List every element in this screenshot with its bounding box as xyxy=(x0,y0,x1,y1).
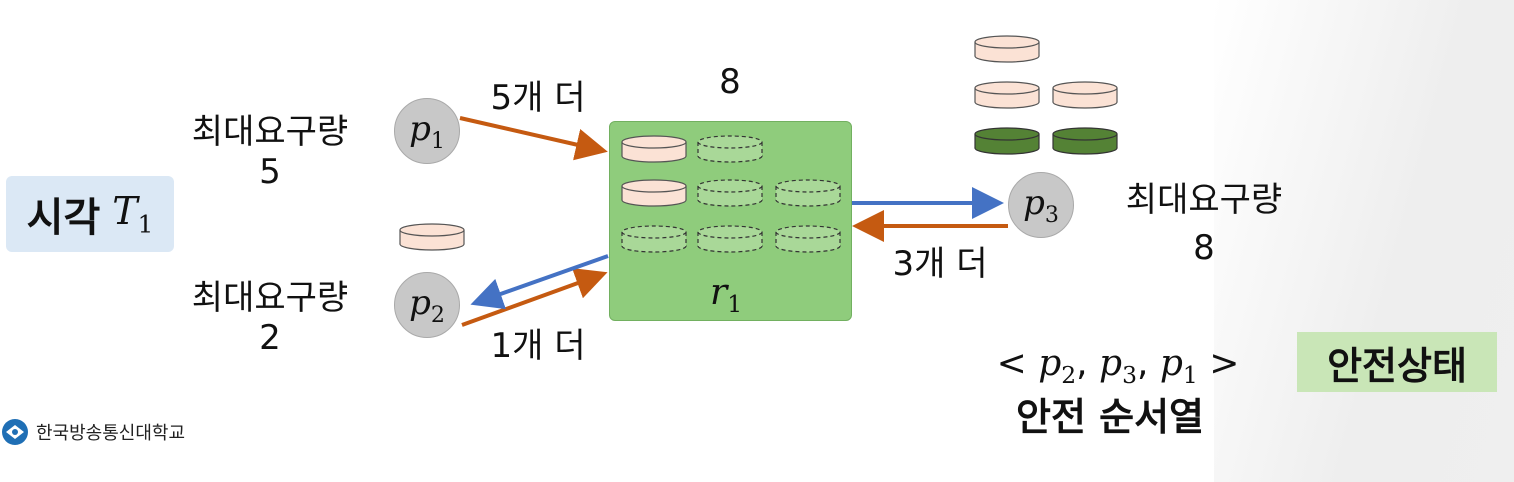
free-instance xyxy=(696,178,763,207)
resource-r1: r1 xyxy=(609,121,852,321)
p3-max-value: 8 xyxy=(1193,228,1215,268)
seq-item-1: p2 xyxy=(1038,343,1077,390)
p2-grant-arrow xyxy=(470,254,609,310)
p2-max-value: 2 xyxy=(259,318,281,358)
p1-max-label: 최대요구량 xyxy=(191,112,349,152)
seq-close: > xyxy=(1209,343,1240,384)
safe-sequence-caption: 안전 순서열 xyxy=(1015,395,1205,439)
background-shade xyxy=(1214,0,1514,482)
p1-request-arrow xyxy=(459,116,608,161)
resource-total: 8 xyxy=(719,62,741,102)
free-instance xyxy=(696,134,763,163)
free-instance xyxy=(696,224,763,253)
p3-held-disk xyxy=(973,80,1040,109)
safe-state-badge: 안전상태 xyxy=(1297,332,1497,392)
p3-held-disk xyxy=(973,34,1040,63)
seq-item-2: p3 xyxy=(1099,343,1137,390)
time-label: 시각 T1 xyxy=(6,176,174,252)
time-variable: T1 xyxy=(112,189,154,239)
p2-request-arrow xyxy=(461,268,608,327)
time-text: 시각 xyxy=(26,195,101,241)
allocated-instance xyxy=(620,134,687,163)
p2-held-disk xyxy=(398,222,465,251)
free-instance xyxy=(620,224,687,253)
p2-max-label: 최대요구량 xyxy=(191,278,349,318)
process-p2: p2 xyxy=(394,272,460,338)
resource-label: r1 xyxy=(710,272,743,319)
process-p3: p3 xyxy=(1008,172,1074,238)
university-logo: 한국방송통신대학교 xyxy=(0,418,185,446)
logo-text: 한국방송통신대학교 xyxy=(36,423,186,444)
allocated-instance xyxy=(620,178,687,207)
p3-held-disk xyxy=(1051,80,1118,109)
free-instance xyxy=(774,178,841,207)
p3-received-disk xyxy=(973,126,1040,155)
p3-received-disk xyxy=(1051,126,1118,155)
free-instance xyxy=(774,224,841,253)
seq-item-3: p1 xyxy=(1159,343,1198,390)
p1-max-value: 5 xyxy=(259,152,281,192)
seq-open: < xyxy=(996,343,1027,384)
process-p1: p1 xyxy=(394,98,460,164)
p3-max-label: 최대요구량 xyxy=(1125,180,1283,220)
p2-more-label: 1개 더 xyxy=(490,326,586,366)
safe-sequence: < p2, p3, p1 > xyxy=(996,343,1240,390)
p1-more-label: 5개 더 xyxy=(490,78,586,118)
university-emblem-icon xyxy=(2,419,28,445)
p3-more-label: 3개 더 xyxy=(892,244,988,284)
